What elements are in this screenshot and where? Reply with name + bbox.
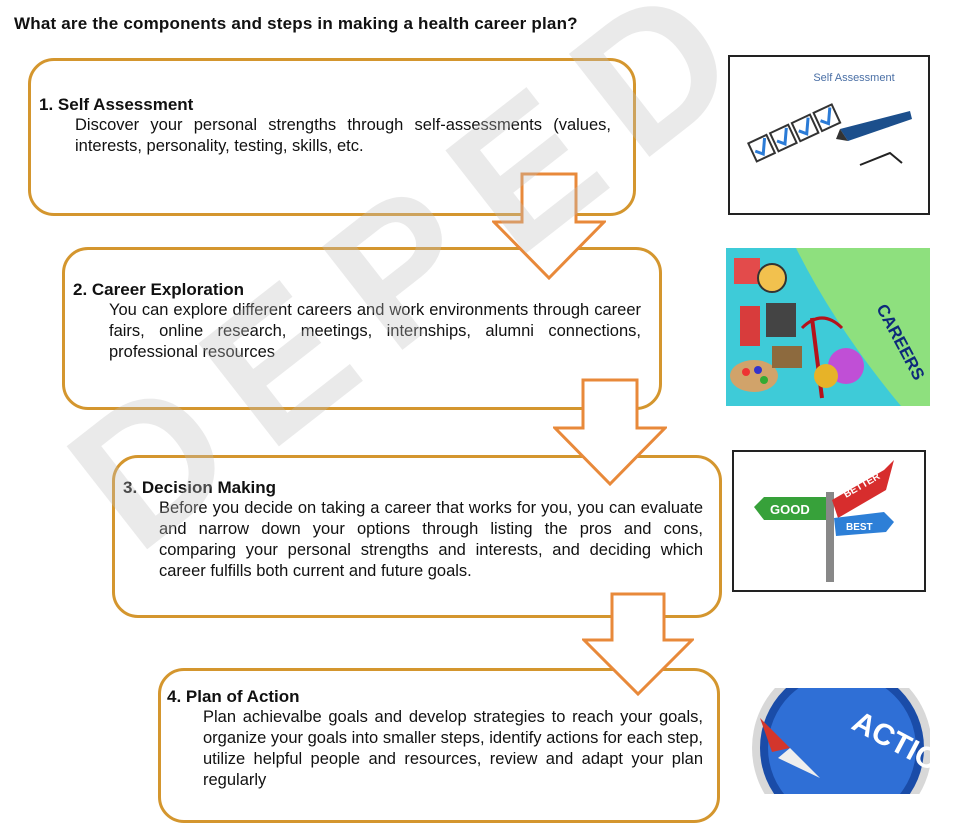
step-box-self-assessment: 1. Self Assessment Discover your persona… — [28, 58, 636, 216]
careers-image: CAREERS — [726, 248, 930, 406]
down-arrow-2 — [553, 378, 667, 486]
down-arrow-1 — [492, 172, 606, 280]
compass-icon: ACTION — [752, 688, 930, 794]
step-box-career-exploration: 2. Career Exploration You can explore di… — [62, 247, 662, 410]
step-title: 4. Plan of Action — [167, 687, 300, 706]
step-body: Plan achievalbe goals and develop strate… — [203, 708, 703, 789]
step-body: You can explore different careers and wo… — [109, 301, 641, 361]
decision-signpost-image: GOOD BETTER BEST — [732, 450, 926, 592]
step-title: 2. Career Exploration — [73, 280, 245, 299]
down-arrow-3 — [582, 592, 694, 696]
step-body: Before you decide on taking a career tha… — [159, 499, 703, 580]
checklist-icon: Self Assessment — [746, 72, 912, 166]
sign-label-best: BEST — [846, 522, 873, 533]
step-title: 1. Self Assessment — [39, 95, 194, 114]
careers-collage-icon: CAREERS — [730, 248, 930, 406]
step-box-plan-of-action: 4. Plan of Action Plan achievalbe goals … — [158, 668, 720, 823]
image-label: Self Assessment — [813, 72, 894, 84]
step-body: Discover your personal strengths through… — [75, 116, 611, 155]
sign-label-good: GOOD — [770, 502, 810, 517]
action-compass-image: ACTION — [730, 688, 930, 794]
step-title: 3. Decision Making — [123, 478, 277, 497]
signpost-icon: GOOD BETTER BEST — [754, 460, 894, 582]
self-assessment-image: Self Assessment — [728, 55, 930, 215]
step-box-decision-making: 3. Decision Making Before you decide on … — [112, 455, 722, 618]
diagram-question: What are the components and steps in mak… — [14, 14, 578, 33]
